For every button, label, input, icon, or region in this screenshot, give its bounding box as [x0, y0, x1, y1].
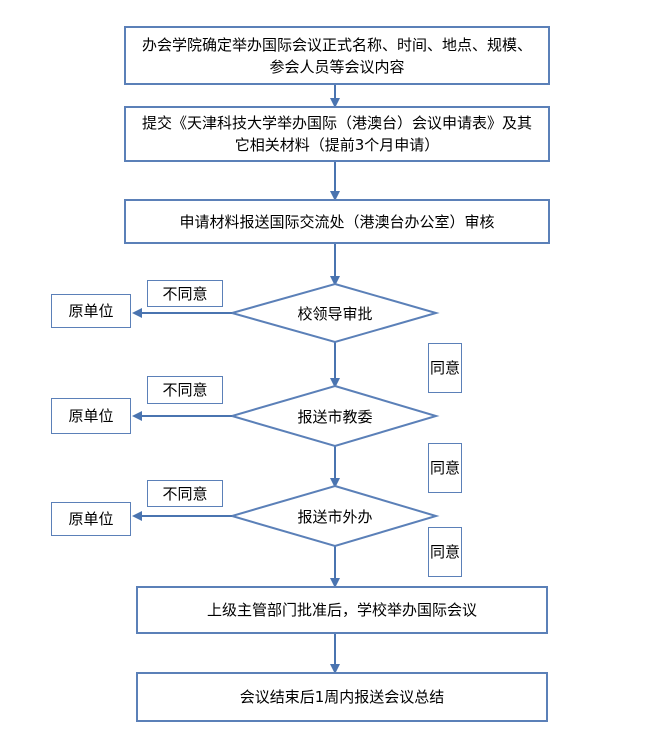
final-step-2-box: 会议结束后1周内报送会议总结: [136, 672, 548, 722]
agree-label-3: 同意: [428, 527, 462, 577]
origin-unit-box-1: 原单位: [51, 294, 131, 328]
decision-3-label: 报送市外办: [297, 507, 373, 526]
final-step-1-text: 上级主管部门批准后，学校举办国际会议: [206, 601, 477, 619]
reject-label-2: 不同意: [147, 376, 223, 404]
reject-label-3: 不同意: [147, 480, 223, 507]
origin-unit-box-2: 原单位: [51, 398, 131, 434]
reject-label-1: 不同意: [147, 280, 223, 307]
decision-1-label: 校领导审批: [297, 304, 373, 323]
step-2-box: 提交《天津科技大学举办国际（港澳台）会议申请表》及其它相关材料（提前3个月申请）: [124, 106, 550, 162]
final-step-1-box: 上级主管部门批准后，学校举办国际会议: [136, 586, 548, 634]
step-3-text: 申请材料报送国际交流处（港澳台办公室）审核: [179, 212, 495, 231]
agree-label-1: 同意: [428, 343, 462, 393]
decision-diamond-1: [228, 282, 440, 344]
decision-diamond-2: [228, 384, 440, 448]
step-1-box: 办会学院确定举办国际会议正式名称、时间、地点、规模、参会人员等会议内容: [124, 26, 550, 85]
agree-label-2: 同意: [428, 443, 462, 493]
final-step-2-text: 会议结束后1周内报送会议总结: [239, 688, 445, 706]
step-3-box: 申请材料报送国际交流处（港澳台办公室）审核: [124, 199, 550, 244]
step-2-text: 提交《天津科技大学举办国际（港澳台）会议申请表》及其它相关材料（提前3个月申请）: [141, 114, 532, 154]
step-1-text: 办会学院确定举办国际会议正式名称、时间、地点、规模、参会人员等会议内容: [141, 35, 532, 76]
origin-unit-box-3: 原单位: [51, 502, 131, 536]
decision-diamond-3: [228, 484, 440, 548]
decision-2-label: 报送市教委: [297, 407, 373, 426]
